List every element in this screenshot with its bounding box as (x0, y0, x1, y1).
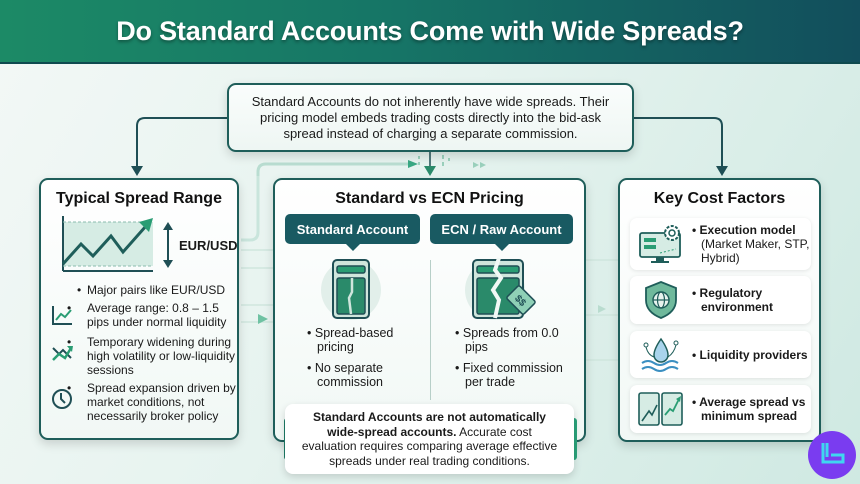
intro-box: Standard Accounts do not inherently have… (227, 83, 634, 152)
standard-bullet-2: • No separate commission (307, 361, 383, 389)
dual-chart-icon (638, 392, 683, 426)
intact-document-icon (321, 259, 381, 320)
pricing-comparison-title: Standard vs ECN Pricing (335, 190, 524, 207)
clock-icon (52, 389, 72, 409)
rising-chart-icon (61, 216, 173, 272)
standard-bullets: • Spread-based pricing • No separate com… (307, 326, 427, 396)
shield-globe-icon (645, 281, 677, 319)
ecn-account-label: ECN / Raw Account (430, 214, 573, 251)
ecn-bullets: • Spreads from 0.0 pips • Fixed commissi… (455, 326, 580, 396)
bullet-temporary-widening: •Temporary widening during high volatili… (67, 335, 236, 377)
title-banner: Do Standard Accounts Come with Wide Spre… (0, 0, 860, 64)
bullet-average-range: •Average range: 0.8 – 1.5 pips under nor… (67, 301, 227, 329)
factor-average-spread-text: • Average spread vs minimum spread (692, 395, 806, 423)
factor-regulatory-text: • Regulatory environment (692, 286, 774, 314)
factor-execution-text: • Execution model(Market Maker, STP, Hyb… (692, 223, 810, 265)
column-divider (430, 260, 431, 400)
split-document-price-tag-icon: $$ (465, 257, 536, 320)
page-title: Do Standard Accounts Come with Wide Spre… (116, 15, 744, 46)
bullet-major-pairs: •Major pairs like EUR/USD (77, 283, 226, 297)
factor-execution-model: • Execution model(Market Maker, STP, Hyb… (630, 218, 811, 270)
factor-average-spread: • Average spread vs minimum spread (630, 385, 811, 433)
water-drop-icon (641, 337, 679, 372)
pair-label: EUR/USD (179, 238, 238, 253)
ecn-bullet-1: • Spreads from 0.0 pips (455, 326, 559, 354)
brand-logo (808, 431, 856, 479)
ecn-bullet-2: • Fixed commission per trade (455, 361, 563, 389)
standard-bullet-1: • Spread-based pricing (307, 326, 394, 354)
factor-liquidity: • Liquidity providers (630, 331, 811, 378)
volatility-arrows-icon (52, 346, 73, 361)
conclusion-note: Standard Accounts are not automatically … (285, 404, 574, 474)
monitor-gear-icon (639, 225, 681, 263)
bullet-spread-expansion: •Spread expansion driven by market condi… (67, 381, 236, 423)
key-cost-factors-card: Key Cost Factors • Execution model(Marke… (618, 178, 821, 442)
intro-text: Standard Accounts do not inherently have… (251, 93, 610, 141)
pricing-comparison-card: Standard vs ECN Pricing Standard Account… (273, 178, 586, 442)
factor-regulatory: • Regulatory environment (630, 276, 811, 324)
brand-logo-icon (821, 443, 845, 464)
line-chart-icon (52, 306, 72, 325)
note-bold-text: Standard Accounts are not automatically … (313, 410, 546, 439)
typical-spread-title: Typical Spread Range (56, 190, 222, 207)
standard-account-label: Standard Account (285, 214, 420, 251)
typical-spread-card: Typical Spread Range EUR/USD •Major pair… (39, 178, 239, 440)
note-text: Accurate cost evaluation requires compar… (301, 424, 558, 468)
key-cost-factors-title: Key Cost Factors (653, 190, 786, 207)
factor-liquidity-text: • Liquidity providers (692, 347, 808, 362)
